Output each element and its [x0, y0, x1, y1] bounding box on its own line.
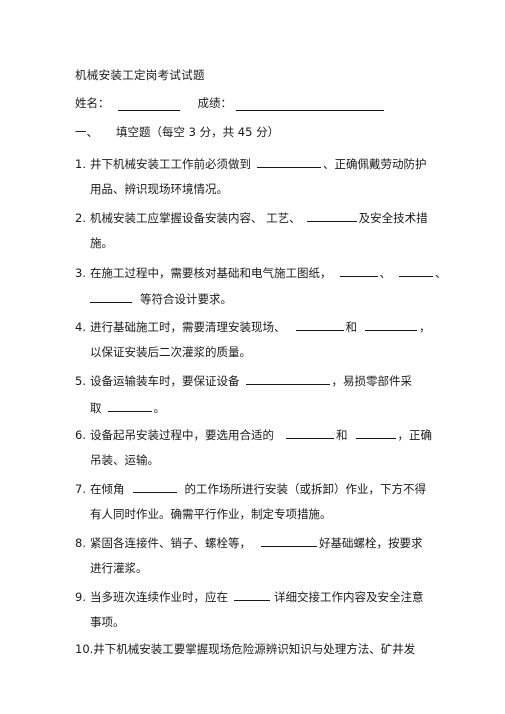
question-3: 3. 在施工过程中，需要核对基础和电气施工图纸， 、 、 [75, 264, 447, 280]
answer-blank[interactable] [257, 155, 321, 168]
question-number: 10. [75, 642, 94, 656]
name-blank[interactable] [117, 98, 180, 111]
question-text: 和 [336, 428, 348, 442]
question-text: 当多班次连续作业时，应在 [90, 590, 228, 604]
answer-blank[interactable] [365, 318, 417, 331]
question-text: 及安全技术措 [358, 211, 428, 225]
section-number: 一、 [75, 125, 98, 139]
question-text: 好基础螺栓，按要求 [319, 536, 423, 550]
name-label: 姓名： [75, 96, 110, 110]
question-text: 、正确佩戴劳动防护 [323, 157, 427, 171]
question-text: ，正确 [397, 428, 433, 442]
question-number: 4. [75, 320, 86, 334]
question-4-continued: 以保证安装后二次灌浆的质量。 [90, 345, 251, 359]
answer-blank[interactable] [295, 318, 344, 331]
question-number: 2. [75, 211, 86, 225]
question-text: 井下机械安装工要掌握现场危险源辨识知识与处理方法、矿井发 [93, 642, 416, 656]
question-8-continued: 进行灌浆。 [90, 561, 148, 575]
question-text: 机械安装工应掌握设备安装内容、 工艺、 [90, 211, 301, 225]
question-number: 5. [75, 374, 86, 388]
question-text: 紧固各连接件、销子、螺栓等， [90, 536, 251, 550]
question-number: 7. [75, 482, 86, 496]
answer-blank[interactable] [339, 264, 378, 277]
answer-blank[interactable] [261, 534, 317, 547]
question-1: 1. 井下机械安装工工作前必须做到 、正确佩戴劳动防护 [75, 155, 427, 171]
question-number: 1. [75, 157, 86, 171]
question-7-continued: 有人同时作业。确需平行作业，制定专项措施。 [90, 507, 332, 521]
question-number: 3. [75, 266, 86, 280]
question-number: 6. [75, 428, 86, 442]
question-text: 等符合设计要求。 [140, 292, 232, 306]
question-text: ，易损零部件采 [331, 374, 413, 388]
answer-blank[interactable] [234, 588, 270, 601]
question-text: 。 [153, 401, 166, 415]
question-9: 9. 当多班次连续作业时，应在 详细交接工作内容及安全注意 [75, 588, 424, 604]
info-row: 姓名： 成绩： [75, 95, 386, 111]
answer-blank[interactable] [355, 426, 396, 439]
question-2: 2. 机械安装工应掌握设备安装内容、 工艺、 及安全技术措 [75, 209, 428, 225]
question-text: 进行基础施工时，需要清理安装现场、 [90, 320, 286, 334]
question-text: 在倾角 [90, 482, 125, 496]
exam-title: 机械安装工定岗考试试题 [75, 68, 205, 82]
question-text: 、 [435, 266, 447, 280]
answer-blank[interactable] [132, 480, 177, 493]
question-10: 10.井下机械安装工要掌握现场危险源辨识知识与处理方法、矿井发 [75, 642, 415, 656]
question-8: 8. 紧固各连接件、销子、螺栓等， 好基础螺栓，按要求 [75, 534, 423, 550]
question-text: 的工作场所进行安装（或拆卸）作业，下方不得 [184, 482, 427, 496]
question-5: 5. 设备运输装车时，要保证设备 ，易损零部件采 [75, 372, 412, 388]
question-text: 、 [379, 266, 392, 280]
question-7: 7. 在倾角 的工作场所进行安装（或拆卸）作业，下方不得 [75, 480, 426, 496]
question-number: 9. [75, 590, 86, 604]
answer-blank[interactable] [399, 264, 433, 277]
answer-blank[interactable] [90, 290, 132, 303]
question-text: 和 [345, 320, 358, 334]
question-1-continued: 用品、辨识现场环境情况。 [90, 182, 228, 196]
question-text: 详细交接工作内容及安全注意 [274, 590, 424, 604]
question-text: 井下机械安装工工作前必须做到 [90, 157, 251, 171]
answer-blank[interactable] [306, 209, 357, 222]
question-4: 4. 进行基础施工时，需要清理安装现场、 和 ， [75, 318, 431, 334]
question-5-continued: 取。 [90, 399, 165, 415]
question-text: 设备起吊安装过程中，要选用合适的 [90, 428, 274, 442]
section-title: 填空题（每空 3 分，共 45 分） [116, 125, 280, 139]
score-label: 成绩： [197, 96, 233, 110]
section-heading: 一、 填空题（每空 3 分，共 45 分） [75, 124, 279, 140]
question-2-continued: 施。 [90, 236, 113, 250]
question-6-continued: 吊装、运输。 [90, 453, 159, 467]
answer-blank[interactable] [107, 399, 152, 412]
question-6: 6. 设备起吊安装过程中，要选用合适的 和 ，正确 [75, 426, 432, 442]
answer-blank[interactable] [286, 426, 334, 439]
question-text: 设备运输装车时，要保证设备 [90, 374, 240, 388]
question-9-continued: 事项。 [90, 615, 125, 629]
question-text: 取 [90, 401, 102, 415]
answer-blank[interactable] [245, 372, 330, 385]
question-text: 在施工过程中，需要核对基础和电气施工图纸， [90, 266, 332, 280]
question-text: ， [419, 320, 431, 334]
question-number: 8. [75, 536, 86, 550]
score-blank[interactable] [236, 98, 384, 111]
question-3-continued: 等符合设计要求。 [90, 290, 232, 306]
